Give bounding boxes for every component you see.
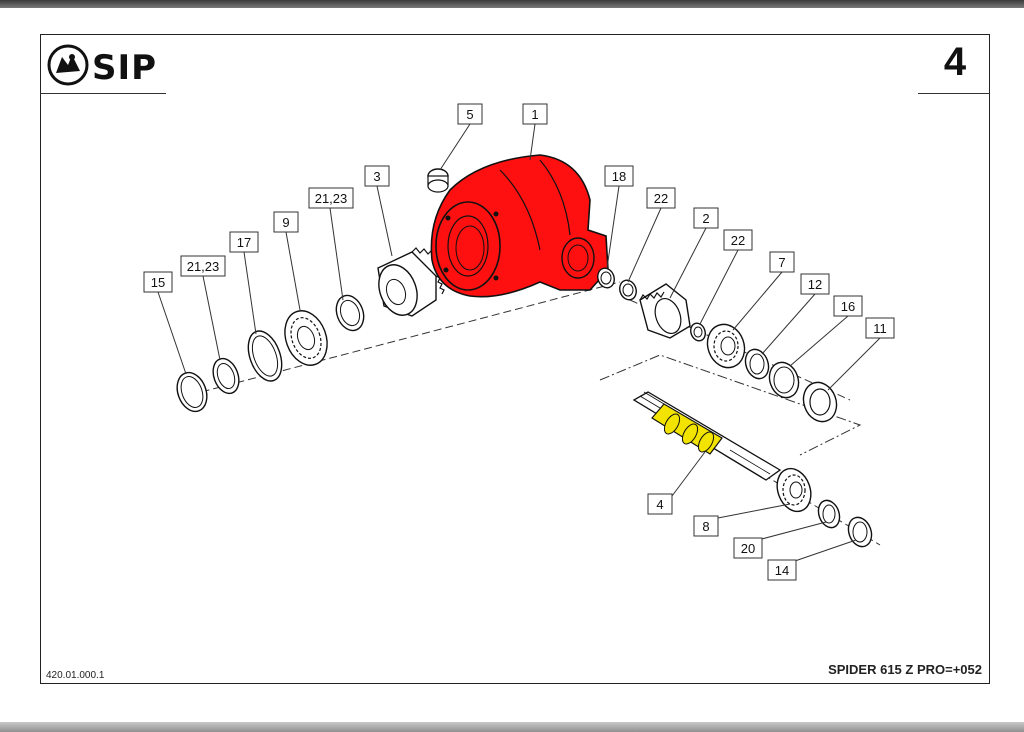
svg-text:17: 17 xyxy=(237,235,251,250)
sip-emblem-icon xyxy=(47,44,89,86)
model-name: SPIDER 615 Z PRO=+052 xyxy=(828,662,982,677)
callout-22-upper: 22 xyxy=(646,187,676,209)
callout-17: 17 xyxy=(229,231,259,253)
callout-7: 7 xyxy=(769,251,795,273)
callout-3: 3 xyxy=(364,165,390,187)
callout-11: 11 xyxy=(865,317,895,339)
svg-text:21,23: 21,23 xyxy=(315,191,348,206)
part-9-bearing xyxy=(284,310,328,366)
callout-5: 5 xyxy=(457,103,483,125)
svg-text:7: 7 xyxy=(778,255,785,270)
leader-lines xyxy=(157,123,881,563)
part-5-plug xyxy=(427,168,449,193)
part-21-23-shim-left xyxy=(212,357,240,395)
svg-text:4: 4 xyxy=(656,497,663,512)
callout-20: 20 xyxy=(733,537,763,559)
svg-text:5: 5 xyxy=(466,107,473,122)
callout-4: 4 xyxy=(647,493,673,515)
svg-text:22: 22 xyxy=(654,191,668,206)
callout-18: 18 xyxy=(604,165,634,187)
logo-underline xyxy=(40,93,166,94)
part-14-circlip xyxy=(847,516,873,548)
page-number: 4 xyxy=(943,40,967,84)
callout-1: 1 xyxy=(522,103,548,125)
part-4-splined-shaft xyxy=(632,391,782,481)
part-12-shim xyxy=(744,348,770,380)
svg-text:2: 2 xyxy=(702,211,709,226)
page-number-underline xyxy=(918,93,990,94)
callout-16: 16 xyxy=(833,295,863,317)
svg-text:20: 20 xyxy=(741,541,755,556)
callout-8: 8 xyxy=(693,515,719,537)
callout-21-23-middle: 21,23 xyxy=(308,187,354,209)
svg-text:15: 15 xyxy=(151,275,165,290)
brand-logo xyxy=(44,42,174,90)
part-21-23-shim-middle xyxy=(335,294,365,332)
part-7-bearing xyxy=(706,323,746,369)
part-20-shim xyxy=(817,499,841,529)
viewer-top-shade xyxy=(0,0,1024,8)
callout-15: 15 xyxy=(143,271,173,293)
svg-text:12: 12 xyxy=(808,277,822,292)
shaft-axis-line xyxy=(639,399,881,546)
callout-9: 9 xyxy=(273,211,299,233)
drawing-sheet-frame xyxy=(40,34,990,684)
part-8-bearing xyxy=(776,467,812,513)
svg-text:18: 18 xyxy=(612,169,626,184)
part-18-shim xyxy=(597,267,615,289)
part-1-gearbox-housing xyxy=(430,154,609,298)
svg-text:1: 1 xyxy=(531,107,538,122)
shaft-group-outline xyxy=(599,354,862,456)
part-15-circlip xyxy=(176,371,208,413)
svg-text:11: 11 xyxy=(873,321,887,336)
viewer-bottom-shade xyxy=(0,722,1024,732)
callout-14: 14 xyxy=(767,559,797,581)
part-3-bevel-gear xyxy=(377,247,445,317)
callout-21-23-left: 21,23 xyxy=(180,255,226,277)
callout-22-lower: 22 xyxy=(723,229,753,251)
svg-text:14: 14 xyxy=(775,563,789,578)
part-16-circlip xyxy=(768,361,800,399)
svg-text:16: 16 xyxy=(841,299,855,314)
part-17-circlip xyxy=(247,330,283,382)
svg-text:3: 3 xyxy=(373,169,380,184)
part-11-oil-seal xyxy=(802,381,838,423)
svg-text:9: 9 xyxy=(282,215,289,230)
part-22-shim-upper xyxy=(619,279,637,301)
document-code: 420.01.000.1 xyxy=(46,670,105,681)
part-2-pinion-gear xyxy=(639,283,691,339)
svg-text:8: 8 xyxy=(702,519,709,534)
part-22-shim-lower xyxy=(690,322,706,342)
svg-text:22: 22 xyxy=(731,233,745,248)
callout-2: 2 xyxy=(693,207,719,229)
callout-12: 12 xyxy=(800,273,830,295)
brand-name: SIP xyxy=(92,48,158,88)
svg-text:21,23: 21,23 xyxy=(187,259,220,274)
